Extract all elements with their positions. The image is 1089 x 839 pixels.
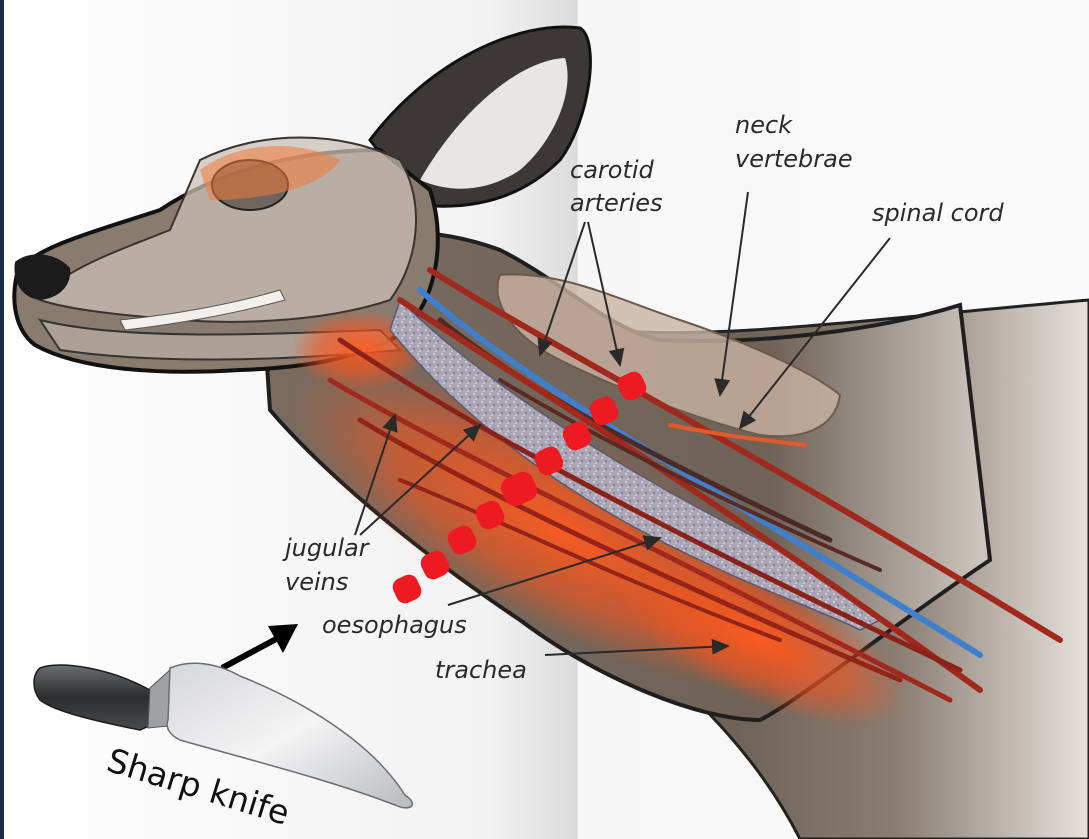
label-carotid-line1: carotid — [570, 156, 655, 184]
label-trachea: trachea — [435, 656, 527, 684]
label-jugular-line1: jugular — [282, 534, 371, 562]
label-spinal-cord: spinal cord — [872, 199, 1004, 227]
label-oesophagus: oesophagus — [322, 611, 467, 639]
label-vertebrae-line2: vertebrae — [735, 145, 853, 173]
label-arteries-line2: arteries — [570, 189, 663, 217]
label-veins-line2: veins — [285, 568, 348, 596]
label-neck-line1: neck — [735, 111, 793, 139]
left-frame-border — [0, 0, 4, 839]
